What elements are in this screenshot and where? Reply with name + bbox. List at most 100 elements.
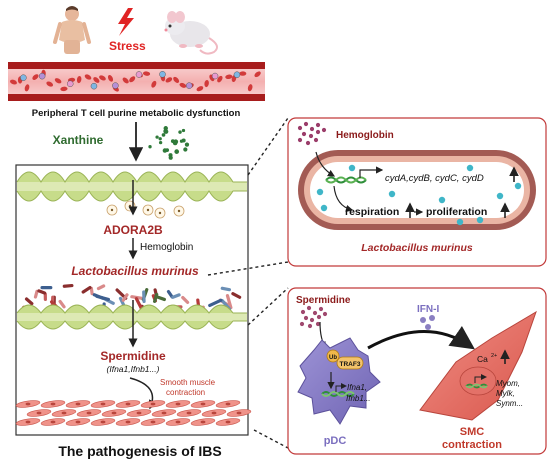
red-blood-cell [24,84,30,92]
ifn-signal-arrow [367,325,475,350]
red-blood-cell [99,75,106,81]
villi-top [16,171,247,202]
smc-cell-icon [419,310,537,421]
smc-label: SMC [460,426,485,438]
t-cell [20,74,27,81]
t-cell [211,72,219,80]
ifn-label: IFN-I [417,304,439,315]
human-figure-icon [53,6,91,54]
smc-dna-icon [465,383,488,389]
spermidine-dots-icon [299,305,328,329]
bacterium [33,289,39,299]
hemoglobin-left-label: Hemoglobin [140,242,193,253]
red-blood-cell [247,84,253,92]
t-cell [90,82,98,90]
red-blood-cell [60,86,68,92]
smooth-muscle-line1: Smooth muscle [160,378,216,387]
t-cell [159,71,166,78]
proliferation-label: proliferation [426,206,487,218]
red-blood-cell [84,74,92,80]
bacterium [92,293,105,300]
bacterium [96,284,106,291]
red-blood-cell [225,74,233,80]
spermidine-label: Spermidine [100,349,166,363]
red-blood-cell [151,80,157,88]
red-blood-cell [10,79,17,85]
ub-icon [326,349,340,363]
ifnb1-label: Ifnb1... [346,394,370,403]
red-blood-cell [54,78,62,84]
red-blood-cell [129,76,136,83]
stress-label: Stress [109,39,146,53]
villi-bottom [16,304,247,330]
l-murinus-label: Lactobacillus murinus [71,264,199,278]
red-blood-cell [122,77,129,84]
bacterium [40,286,53,290]
ifn-genes-label: (Ifna1,Ifnb1...) [107,364,160,374]
bacterium [62,283,74,288]
smc-contraction-label: contraction [442,439,502,451]
red-blood-cell [107,74,114,82]
bacterium [231,292,242,299]
xanthine-molecules-icon [148,126,190,160]
red-blood-cell [173,76,180,83]
bacterium [142,290,146,304]
xanthine-label: Xanthine [53,133,104,147]
mylk-label: Mylk, [496,389,515,398]
red-blood-cell [76,75,82,84]
red-blood-cell [204,79,209,88]
red-blood-cell [93,77,100,83]
bacterium [37,289,47,295]
red-blood-cell [179,82,187,88]
ifn-dots-icon [420,315,435,330]
red-blood-cell [254,71,261,78]
ifna1-label: Ifna1, [347,383,367,392]
bacterium [130,295,146,301]
traf3-label: TRAF3 [340,361,361,368]
t-cell [135,71,143,78]
t-cell [66,80,74,88]
pdc-label: pDC [324,435,347,447]
myom-label: Myom, [496,379,520,388]
t-cell [38,72,46,80]
t-cell [112,82,119,89]
mouse-icon [164,11,219,55]
smooth-muscle-cells [15,400,252,426]
t-cell [185,82,193,89]
red-blood-cell [142,71,151,76]
pathogenesis-title: The pathogenesis of IBS [58,443,221,459]
red-blood-cell [239,71,247,76]
t-cell [233,71,241,78]
lightning-icon [118,8,134,36]
bacterium [24,297,34,306]
bacterium [81,285,92,294]
ca-label: Ca [477,354,488,364]
smooth-muscle-line2: contraction [166,388,205,397]
bacterium [208,298,223,308]
red-blood-cell [32,74,39,80]
ub-label: Ub [329,355,337,361]
red-blood-cell [217,75,223,83]
bacterium [181,295,190,304]
blood-vessel [8,62,265,101]
cyd-genes-label: cydA,cydB, cydC, cydD [385,173,484,184]
bacterium [58,299,66,309]
dna-helix-icon [325,176,367,184]
bacterium [121,293,129,302]
bacterium [225,294,233,310]
pdc-dna-icon [321,391,355,397]
synm-label: Synm... [496,399,523,408]
bacterium [154,295,166,302]
red-blood-cell [196,86,204,92]
ca-sup-label: 2+ [491,353,497,359]
xanthine-particles [106,200,185,219]
red-blood-cell [165,77,173,83]
panel-hemoglobin-label: Hemoglobin [336,130,394,141]
traf3-icon [336,356,364,370]
hemoglobin-dots-icon [297,121,327,146]
bacterium-molecules [316,164,522,226]
adora2b-label: ADORA2B [103,223,163,237]
respiration-label: respiration [345,206,399,218]
dashed-connectors [207,117,289,449]
